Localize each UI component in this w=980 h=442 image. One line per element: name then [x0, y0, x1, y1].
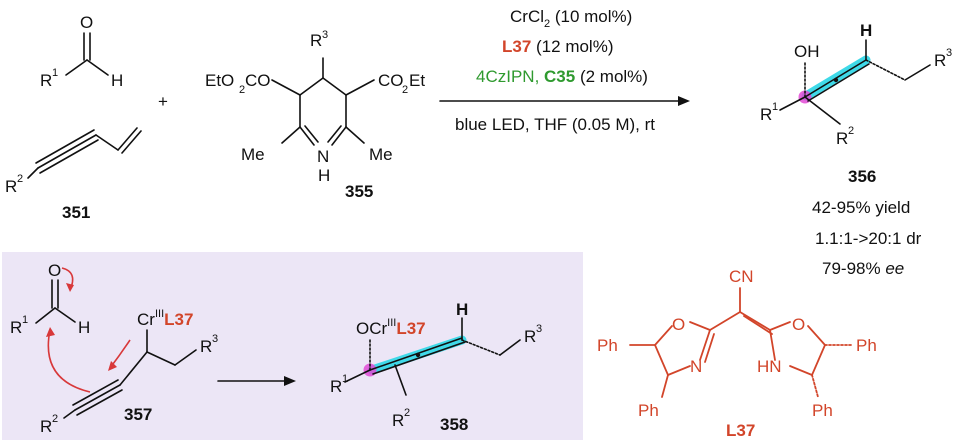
svg-text:2: 2 — [404, 407, 410, 419]
intermediate-357: O R 1 H R 2 CrIIIL37 R 3 357 — [10, 261, 218, 436]
svg-text:CrIIIL37: CrIIIL37 — [137, 308, 193, 329]
conditions: CrCl2 (10 mol%) L37 (12 mol%) 4CzIPN, C3… — [455, 7, 655, 134]
compound-351-label: 351 — [62, 203, 90, 222]
aldehyde-r: R — [40, 71, 52, 90]
svg-text:OCrIIIL37: OCrIIIL37 — [356, 317, 426, 338]
methyl-right: Me — [369, 145, 393, 164]
allene-h: H — [860, 21, 872, 40]
results: 42-95% yield 1.1:1->20:1 dr 79-98% ee — [812, 198, 922, 278]
arrow-head — [678, 96, 690, 106]
svg-text:R: R — [524, 327, 536, 346]
compound-355-label: 355 — [345, 182, 373, 201]
r3-substituent: R — [310, 31, 322, 50]
svg-text:1: 1 — [772, 101, 778, 113]
svg-text:R: R — [330, 377, 342, 396]
svg-text:O: O — [672, 315, 685, 334]
enyne-r: R — [5, 177, 17, 196]
svg-text:1: 1 — [342, 373, 348, 385]
ph-2: Ph — [638, 401, 659, 420]
svg-text:Et: Et — [409, 71, 425, 90]
svg-text:3: 3 — [536, 323, 542, 335]
intermediate-358: OCrIIIL37 R 1 H R 2 R 3 358 — [330, 300, 542, 434]
svg-text:blue LED, THF (0.05 M), rt: blue LED, THF (0.05 M), rt — [455, 115, 655, 134]
svg-text:O: O — [792, 315, 805, 334]
svg-text:H: H — [456, 300, 468, 319]
svg-text:CrCl2 (10 mol%): CrCl2 (10 mol%) — [510, 7, 632, 30]
r2-label: R — [836, 129, 848, 148]
ph-4: Ph — [812, 401, 833, 420]
svg-text:R: R — [392, 411, 404, 430]
hantzsch-ester: R 3 EtO 2 CO CO 2 Et Me Me N H 355 — [205, 29, 425, 201]
svg-text:3: 3 — [212, 333, 218, 345]
svg-text:CN: CN — [729, 267, 754, 286]
aldehyde: O R 1 H — [40, 13, 123, 90]
ester-left: EtO — [205, 71, 234, 90]
svg-text:H: H — [78, 318, 90, 337]
svg-text:N: N — [690, 357, 702, 376]
nh-h: H — [318, 166, 330, 185]
svg-text:4CzIPN, C35 (2 mol%): 4CzIPN, C35 (2 mol%) — [476, 67, 648, 86]
r3-label: R — [934, 51, 946, 70]
dr-text: 1.1:1->20:1 dr — [815, 229, 922, 248]
svg-text:2: 2 — [17, 173, 23, 185]
compound-358-label: 358 — [440, 415, 468, 434]
svg-text:3: 3 — [322, 29, 328, 41]
product-356: OH R 1 H R 2 R 3 356 — [760, 21, 952, 186]
svg-text:2: 2 — [848, 125, 854, 137]
svg-text:R: R — [40, 417, 52, 436]
svg-text:HN: HN — [757, 357, 782, 376]
svg-text:2: 2 — [239, 84, 245, 96]
svg-text:CO: CO — [245, 71, 271, 90]
plus-sign: + — [158, 92, 168, 111]
svg-text:3: 3 — [946, 47, 952, 59]
ph-3: Ph — [856, 336, 877, 355]
methyl-left: Me — [241, 145, 265, 164]
ligand-l37-label: L37 — [726, 421, 755, 440]
svg-text:1: 1 — [22, 314, 28, 326]
svg-text:R: R — [200, 337, 212, 356]
svg-text:1: 1 — [52, 67, 58, 79]
ester-right: CO — [378, 71, 404, 90]
svg-text:L37 (12 mol%): L37 (12 mol%) — [502, 37, 613, 56]
nh-n: N — [317, 147, 329, 166]
enyne: R 2 351 — [5, 127, 142, 222]
aldehyde-o: O — [80, 13, 93, 32]
svg-text:O: O — [48, 261, 61, 280]
compound-357-label: 357 — [124, 405, 152, 424]
svg-text:R: R — [10, 318, 22, 337]
ee-text: 79-98% ee — [822, 259, 904, 278]
svg-text:2: 2 — [52, 413, 58, 425]
svg-text:2: 2 — [402, 84, 408, 96]
r1-label: R — [760, 105, 772, 124]
oh-label: OH — [794, 42, 820, 61]
compound-356-label: 356 — [848, 167, 876, 186]
yield-text: 42-95% yield — [812, 198, 910, 217]
curved-arrow-attack — [47, 329, 91, 393]
mechanism-panel — [2, 252, 583, 440]
ligand-l37: CN O N O HN Ph Ph Ph Ph L37 — [597, 267, 877, 440]
aldehyde-h: H — [111, 71, 123, 90]
ph-1: Ph — [597, 336, 618, 355]
